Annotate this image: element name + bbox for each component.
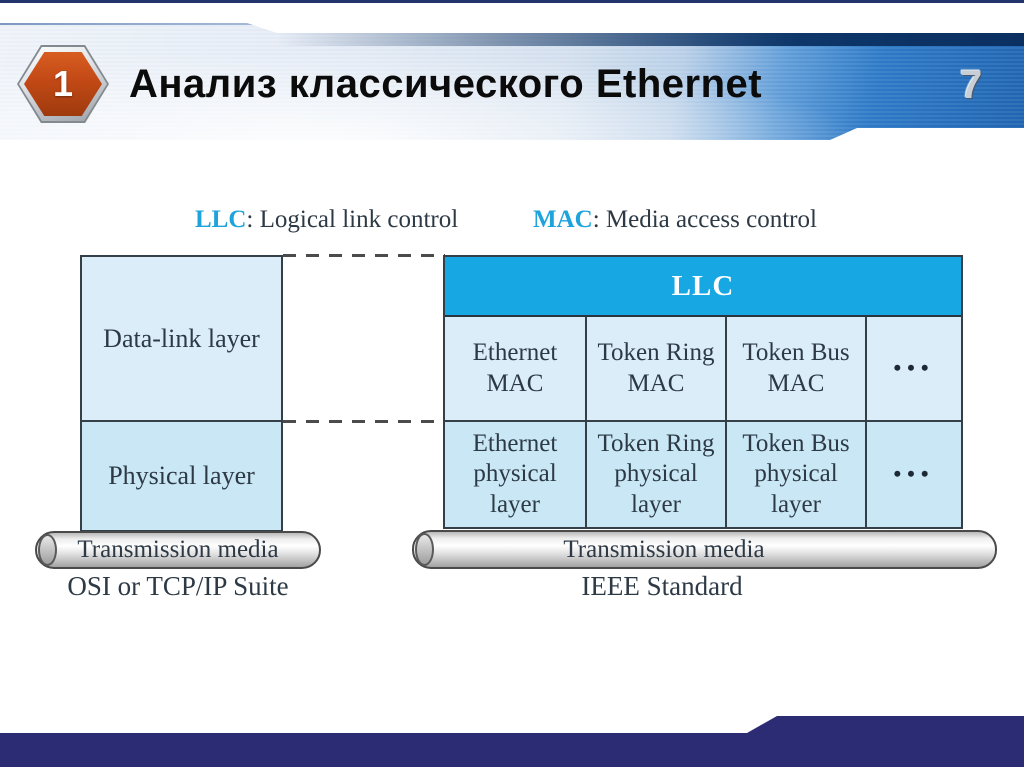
- header-band: [0, 23, 1024, 140]
- osi-transmission-media-cylinder: Transmission media: [35, 531, 321, 569]
- cylinder-end-cap: [415, 533, 434, 566]
- token-bus-physical-cell: Token Bus physical layer: [727, 422, 867, 527]
- token-ring-mac-cell: Token Ring MAC: [587, 317, 727, 420]
- ethernet-physical-cell: Ethernet physical layer: [445, 422, 587, 527]
- badge-number: 1: [52, 63, 74, 104]
- footer-band: [0, 716, 1024, 767]
- cylinder-end-cap: [38, 534, 57, 566]
- ieee-transmission-media-cylinder: Transmission media: [412, 530, 997, 569]
- osi-stack-box: Data-link layer Physical layer: [80, 255, 283, 532]
- legend-llc: LLC: Logical link control: [195, 206, 458, 234]
- token-ring-physical-cell: Token Ring physical layer: [587, 422, 727, 527]
- ethernet-mac-cell: Ethernet MAC: [445, 317, 587, 420]
- ieee-transmission-media-label: Transmission media: [563, 535, 765, 563]
- osi-caption: OSI or TCP/IP Suite: [67, 571, 289, 601]
- section-badge: 1: [17, 45, 109, 123]
- legend-mac: MAC: Media access control: [533, 206, 817, 234]
- mac-row: Ethernet MAC Token Ring MAC Token Bus MA…: [445, 317, 961, 422]
- page-number: 7: [960, 63, 983, 107]
- dashed-connector-middle: [283, 420, 445, 423]
- physical-ellipsis-cell: •••: [867, 422, 961, 527]
- header-sheen: [0, 23, 1024, 140]
- physical-row: Ethernet physical layer Token Ring physi…: [445, 422, 961, 527]
- llc-header-row: LLC: [445, 257, 961, 317]
- page-title: Анализ классического Ethernet: [129, 62, 763, 106]
- legend-llc-term: LLC: [195, 206, 247, 233]
- legend-mac-term: MAC: [533, 206, 593, 233]
- legend-mac-definition: : Media access control: [592, 206, 817, 233]
- mac-ellipsis-cell: •••: [867, 317, 961, 420]
- token-bus-mac-cell: Token Bus MAC: [727, 317, 867, 420]
- ieee-stack-table: LLC Ethernet MAC Token Ring MAC Token Bu…: [443, 255, 963, 529]
- osi-physical-cell: Physical layer: [82, 422, 281, 530]
- osi-transmission-media-label: Transmission media: [77, 536, 279, 563]
- dashed-connector-top: [283, 254, 445, 257]
- osi-data-link-cell: Data-link layer: [82, 257, 281, 422]
- top-accent-line: [0, 0, 1024, 3]
- ieee-caption: IEEE Standard: [581, 571, 743, 601]
- legend-llc-definition: : Logical link control: [246, 206, 459, 233]
